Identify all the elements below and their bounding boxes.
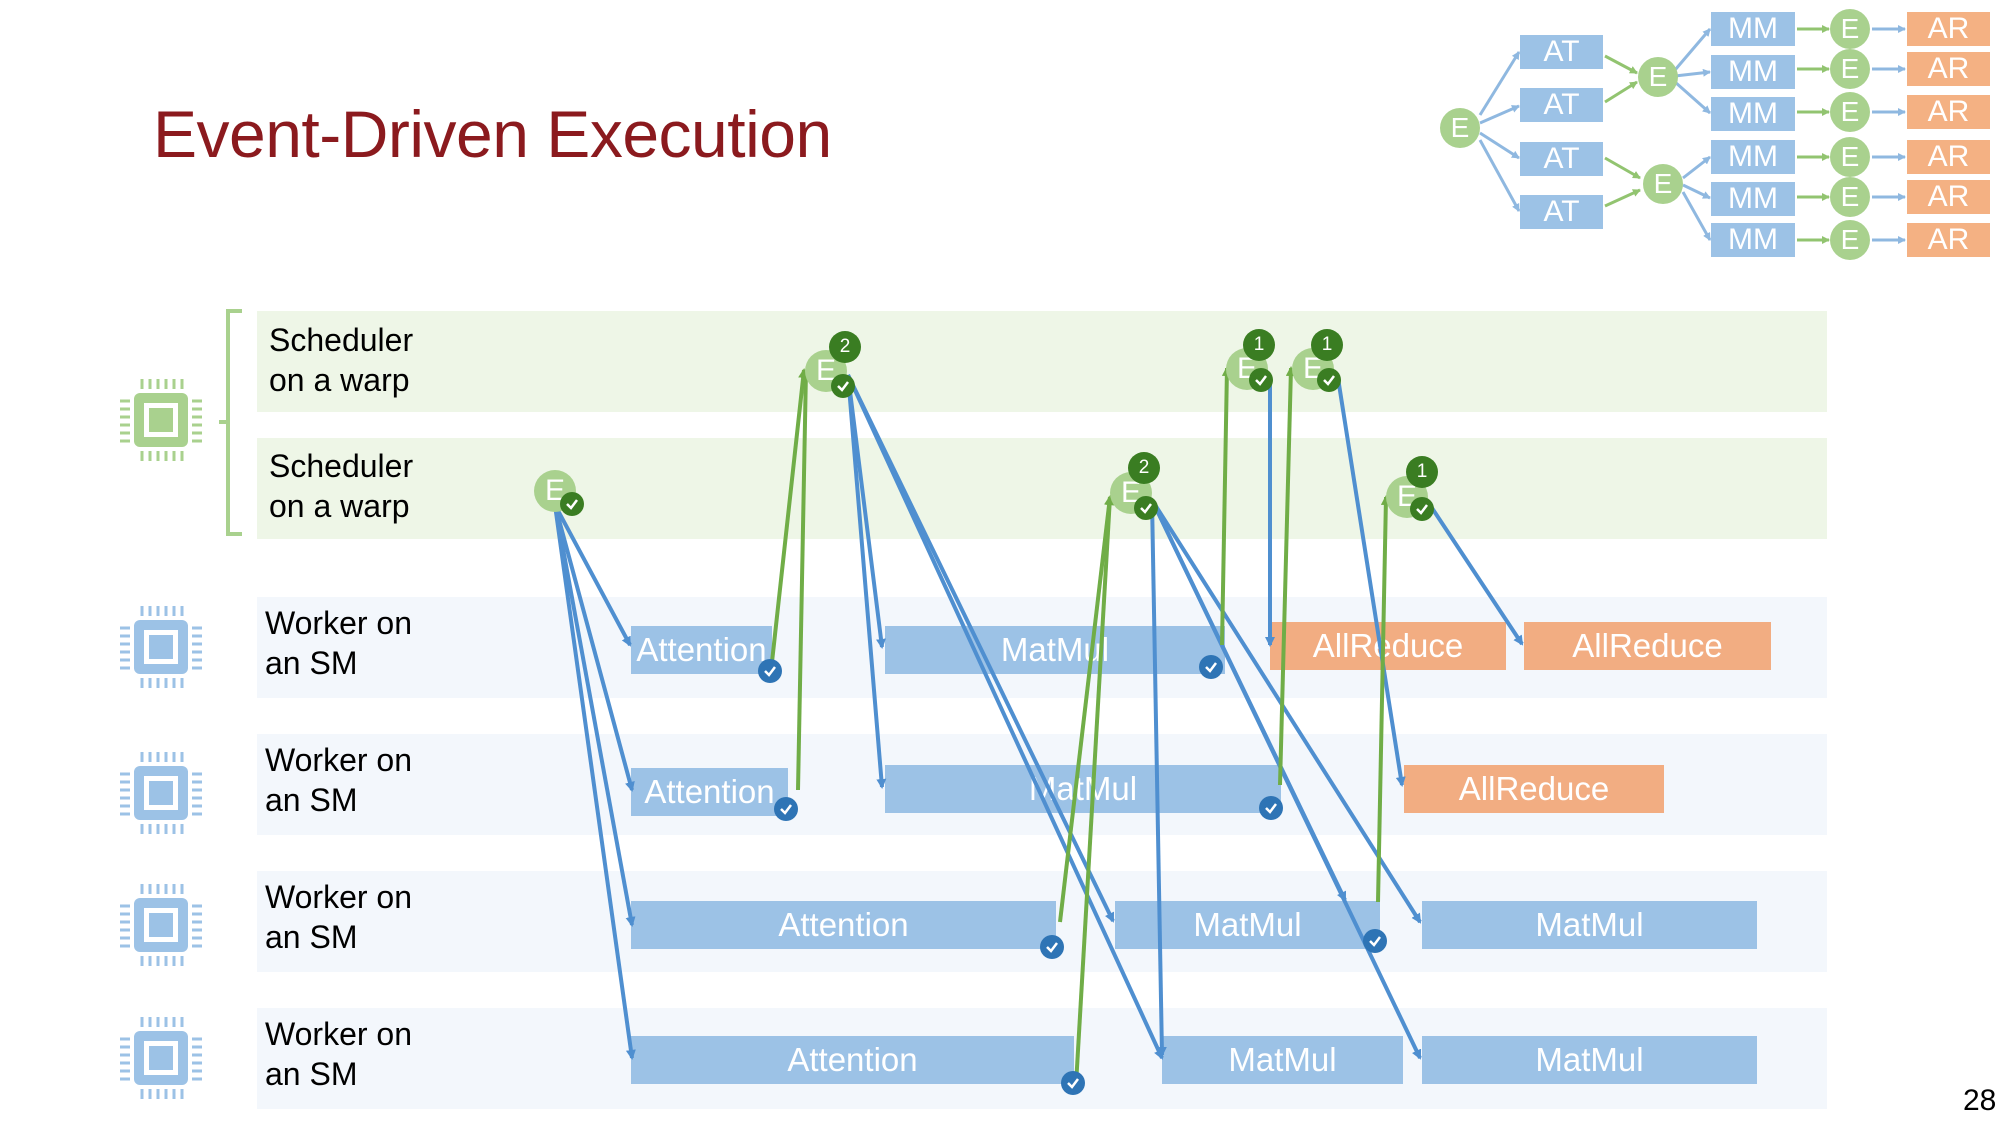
worker-label-1: Worker on an SM: [265, 603, 412, 683]
dependency-count-badge: 2: [829, 331, 861, 363]
lane-label-line: an SM: [265, 645, 358, 681]
lane-label-line: Worker on: [265, 1016, 413, 1052]
mini-event-node: E: [1830, 92, 1870, 132]
scheduler-lane-2: [257, 438, 1827, 539]
blue-chip-icon: [120, 606, 202, 688]
task-complete-icon: [774, 797, 798, 821]
completion-arrow: [1376, 495, 1391, 903]
lane-label-line: Worker on: [265, 605, 413, 641]
mini-event-node: E: [1830, 137, 1870, 177]
mini-event-node: E: [1830, 49, 1870, 89]
lane-label-line: on a warp: [269, 362, 410, 398]
lane-label-line: an SM: [265, 782, 358, 818]
dependency-count-badge: 2: [1128, 452, 1160, 484]
lane-label-line: Scheduler: [269, 448, 414, 484]
task-complete-icon: [1040, 935, 1064, 959]
attention-task: Attention: [631, 768, 788, 816]
mini-matmul-box: MM: [1711, 55, 1795, 89]
page-number: 28: [1963, 1084, 1997, 1117]
scheduler-bracket: [219, 309, 242, 536]
mini-allreduce-box: AR: [1907, 223, 1990, 257]
lane-label-line: an SM: [265, 919, 358, 955]
task-complete-icon: [1061, 1071, 1085, 1095]
check-icon: [1410, 497, 1434, 521]
blue-chip-icon: [120, 884, 202, 966]
mini-event-node: E: [1830, 9, 1870, 49]
mini-attention-box: AT: [1520, 195, 1603, 229]
dependency-count-badge: 1: [1406, 456, 1438, 488]
mini-matmul-box: MM: [1711, 223, 1795, 257]
completion-arrow: [796, 368, 811, 791]
matmul-task: MatMul: [885, 626, 1225, 674]
page-title: Event-Driven Execution: [153, 97, 832, 171]
completion-arrow: [1058, 495, 1115, 923]
dispatch-arrow: [553, 504, 636, 927]
allreduce-task: AllReduce: [1404, 765, 1664, 813]
mini-attention-box: AT: [1520, 35, 1603, 69]
mini-allreduce-box: AR: [1907, 12, 1990, 46]
dispatch-arrow: [1150, 498, 1422, 924]
mini-event-node: E: [1830, 220, 1870, 260]
attention-task: Attention: [631, 626, 772, 674]
mini-matmul-box: MM: [1711, 182, 1795, 216]
mini-event-node: E: [1638, 57, 1678, 97]
dispatch-arrow: [846, 374, 887, 789]
matmul-task: MatMul: [1422, 901, 1757, 949]
dependency-count-badge: 1: [1311, 329, 1343, 361]
lane-label-line: Worker on: [265, 879, 413, 915]
matmul-task: MatMul: [885, 765, 1281, 813]
mini-attention-box: AT: [1520, 88, 1603, 122]
dependency-count-badge: 1: [1243, 329, 1275, 361]
blue-chip-icon: [120, 1017, 202, 1099]
mini-allreduce-box: AR: [1907, 95, 1990, 129]
allreduce-task: AllReduce: [1524, 622, 1771, 670]
mini-allreduce-box: AR: [1907, 52, 1990, 86]
mini-allreduce-box: AR: [1907, 180, 1990, 214]
mini-matmul-box: MM: [1711, 97, 1795, 131]
check-icon: [1249, 368, 1273, 392]
check-icon: [1134, 496, 1158, 520]
task-complete-icon: [1259, 796, 1283, 820]
lane-label-line: Worker on: [265, 742, 413, 778]
lane-label-line: on a warp: [269, 488, 410, 524]
check-icon: [831, 374, 855, 398]
scheduler-lane-1: [257, 311, 1827, 412]
attention-task: Attention: [631, 901, 1056, 949]
check-icon: [560, 492, 584, 516]
green-chip-icon: [120, 379, 202, 461]
task-complete-icon: [758, 659, 782, 683]
lane-label-line: an SM: [265, 1056, 358, 1092]
task-complete-icon: [1363, 929, 1387, 953]
check-icon: [1317, 368, 1341, 392]
worker-label-2: Worker on an SM: [265, 740, 412, 820]
completion-arrow: [1278, 366, 1296, 786]
lane-label-line: Scheduler: [269, 322, 414, 358]
mini-matmul-box: MM: [1711, 12, 1795, 46]
dispatch-arrow: [1150, 499, 1347, 902]
mini-event-node: E: [1643, 164, 1683, 204]
blue-chip-icon: [120, 752, 202, 834]
allreduce-task: AllReduce: [1270, 622, 1506, 670]
scheduler-label-1: Scheduler on a warp: [269, 320, 413, 400]
mini-matmul-box: MM: [1711, 140, 1795, 174]
mini-allreduce-box: AR: [1907, 140, 1990, 174]
mini-event-node: E: [1440, 108, 1480, 148]
matmul-task: MatMul: [1115, 901, 1380, 949]
mini-event-node: E: [1830, 177, 1870, 217]
worker-label-4: Worker on an SM: [265, 1014, 412, 1094]
matmul-task: MatMul: [1422, 1036, 1757, 1084]
matmul-task: MatMul: [1162, 1036, 1403, 1084]
attention-task: Attention: [631, 1036, 1074, 1084]
scheduler-label-2: Scheduler on a warp: [269, 446, 413, 526]
mini-attention-box: AT: [1520, 142, 1603, 176]
task-complete-icon: [1199, 655, 1223, 679]
worker-label-3: Worker on an SM: [265, 877, 412, 957]
